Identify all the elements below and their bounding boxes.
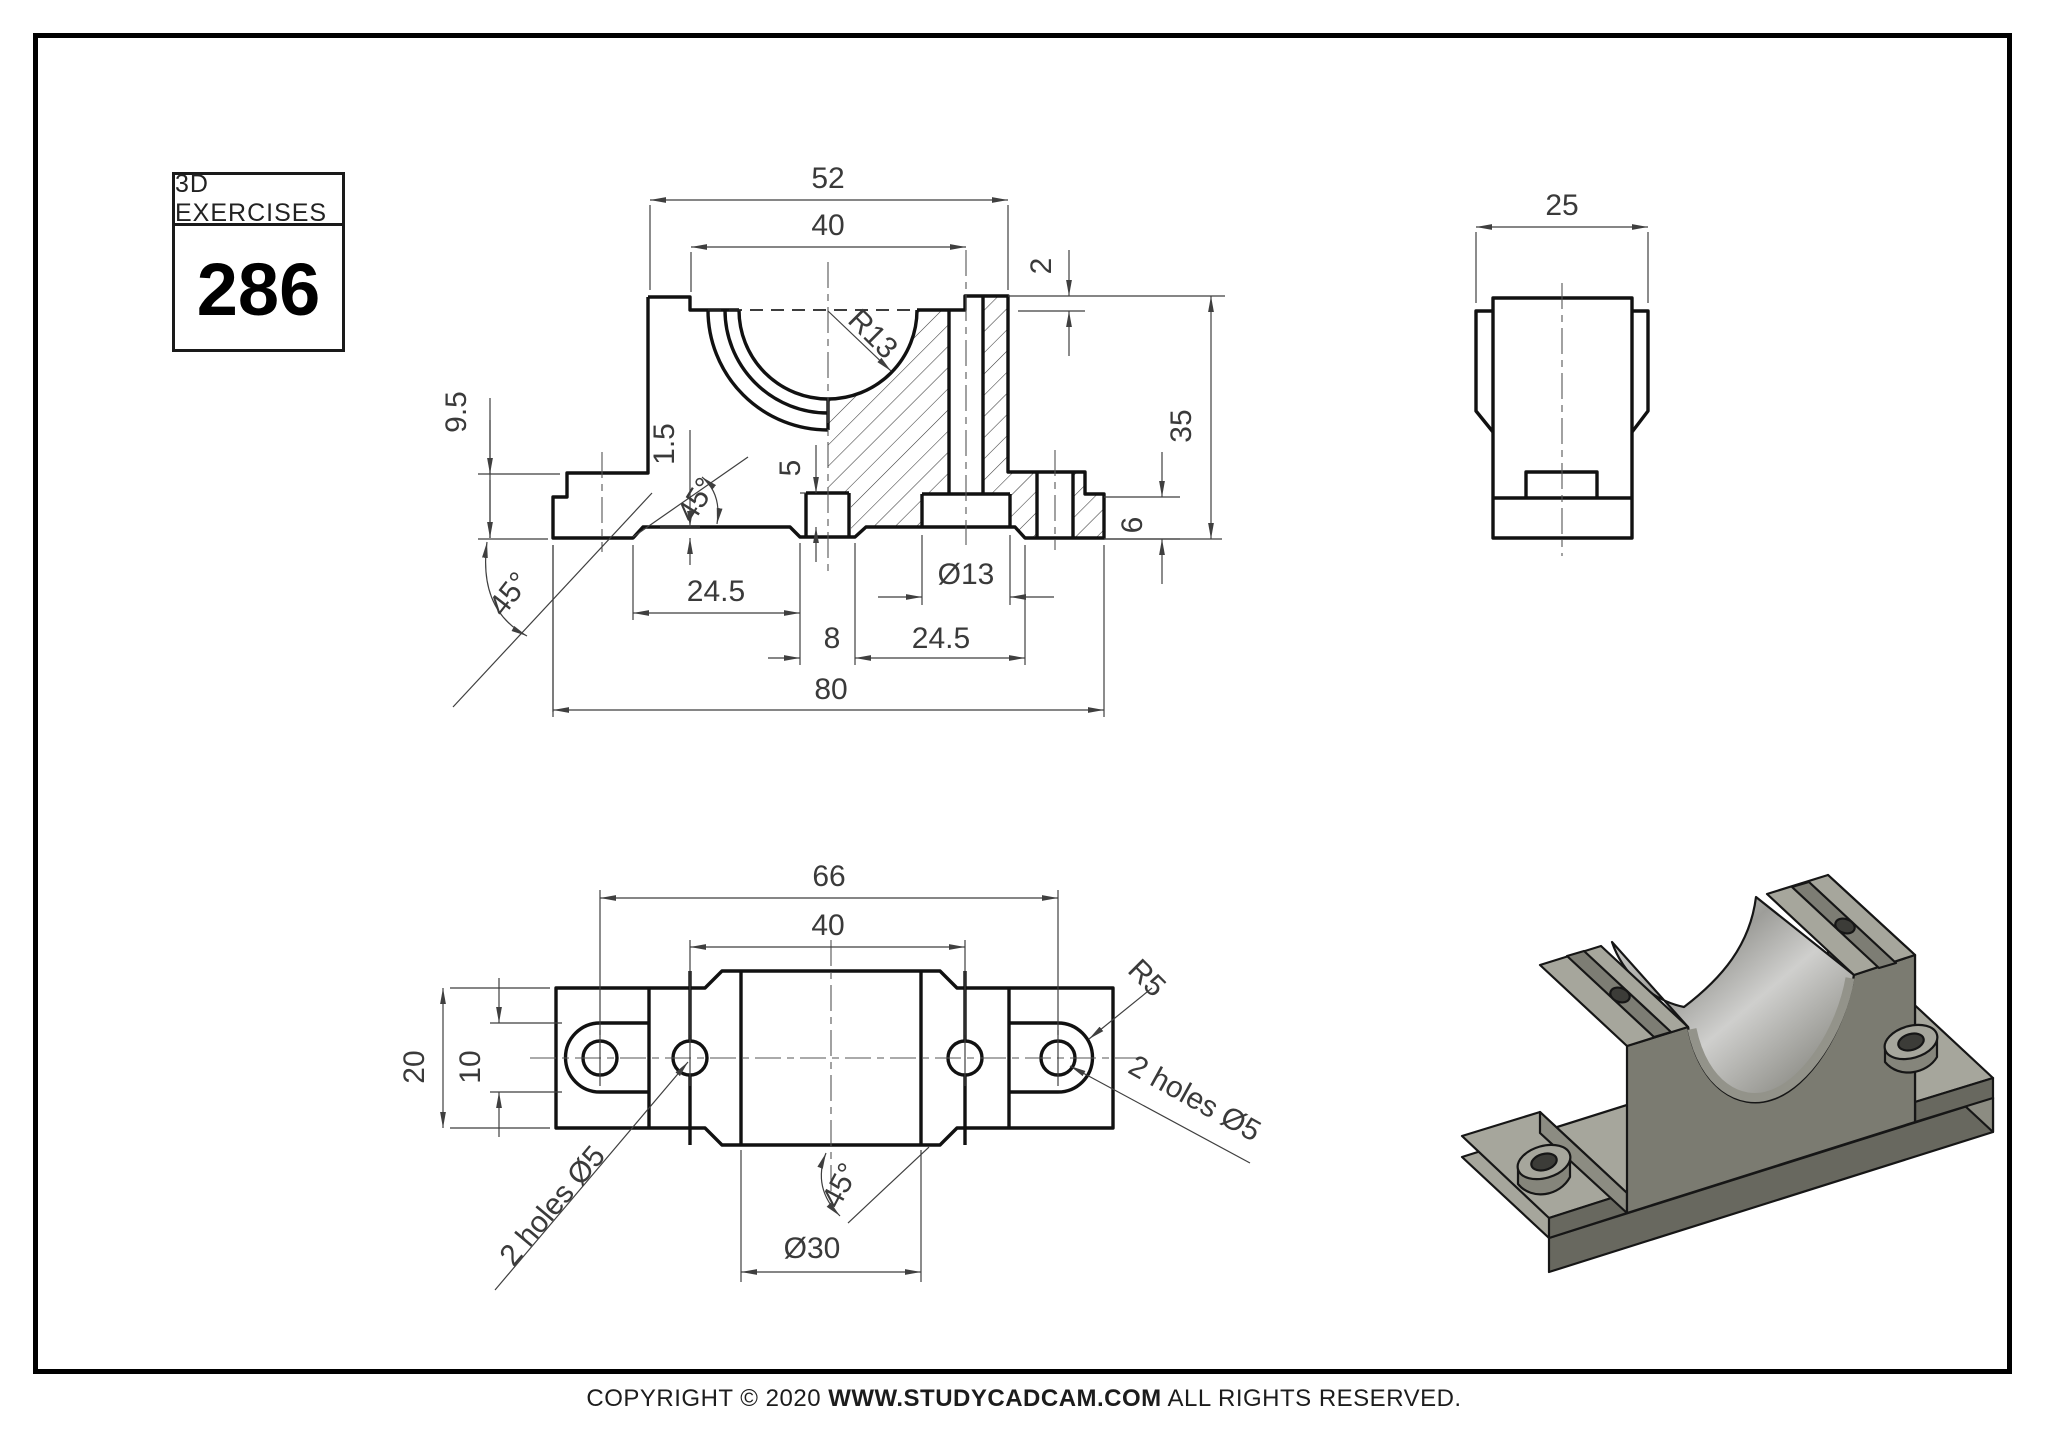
iso-slot-hole-left	[1609, 986, 1631, 1004]
iso-slot-hole-right	[1834, 917, 1856, 935]
dim-10: 10	[454, 1050, 487, 1083]
dim-6: 6	[1116, 517, 1149, 534]
footer-prefix: COPYRIGHT © 2020	[586, 1385, 829, 1412]
hatch-region-flange-right	[1073, 472, 1104, 538]
sheet-border	[33, 33, 2012, 1374]
iso-view	[1460, 873, 1995, 1274]
hatch-region-center	[828, 310, 949, 537]
dim-d30: Ø30	[784, 1232, 841, 1265]
dim-24-5-left: 24.5	[687, 575, 745, 608]
footer-site-link[interactable]: WWW.STUDYCADCAM.COM	[828, 1385, 1162, 1412]
front-view-centerlines	[601, 250, 1056, 575]
dim-5: 5	[774, 460, 807, 477]
iso-boss-left-hole	[1530, 1152, 1558, 1172]
footer-suffix: ALL RIGHTS RESERVED.	[1161, 1385, 1462, 1412]
front-view: 52 40 2 R13 9.5 1.5	[440, 162, 1225, 717]
dim-45-plan: 45°	[815, 1158, 865, 1214]
dim-r13: R13	[842, 303, 904, 365]
plan-view-dimensions: 66 40 20 10 Ø30 45° R5	[398, 860, 1266, 1291]
dim-8: 8	[824, 622, 841, 655]
dim-d13: Ø13	[938, 558, 995, 591]
dim-9-5: 9.5	[440, 391, 473, 433]
side-view: 25	[1474, 189, 1650, 556]
exercise-number: 286	[196, 247, 321, 331]
iso-bore-chamfer	[1687, 977, 1855, 1103]
dim-45-left: 45°	[483, 566, 537, 622]
label-2-holes-left: 2 holes Ø5	[493, 1140, 612, 1272]
dim-20: 20	[398, 1050, 431, 1083]
iso-boss-right-hole	[1897, 1032, 1925, 1052]
dim-r5: R5	[1121, 953, 1171, 1003]
hatch-region-right-wall	[983, 296, 1008, 494]
dim-40: 40	[811, 209, 844, 242]
dim-66: 66	[812, 860, 845, 893]
dim-24-5-right: 24.5	[912, 622, 970, 655]
side-view-dimensions: 25	[1475, 189, 1649, 303]
dim-35: 35	[1165, 409, 1198, 442]
dim-2: 2	[1025, 258, 1058, 275]
hatch-region-flange-left	[1008, 472, 1037, 538]
title-block: 3D EXERCISES 286	[172, 170, 345, 352]
title-block-header: 3D EXERCISES	[175, 170, 342, 227]
dim-52: 52	[811, 162, 844, 195]
dim-80: 80	[814, 673, 847, 706]
dim-25: 25	[1545, 189, 1578, 222]
dim-40-plan: 40	[811, 909, 844, 942]
footer-copyright: COPYRIGHT © 2020 WWW.STUDYCADCAM.COM ALL…	[0, 1385, 2048, 1413]
plan-view-centerlines	[530, 940, 1140, 1192]
plan-view: 66 40 20 10 Ø30 45° R5	[398, 860, 1266, 1291]
dim-1-5: 1.5	[648, 423, 681, 465]
front-view-hatching	[828, 296, 1104, 538]
